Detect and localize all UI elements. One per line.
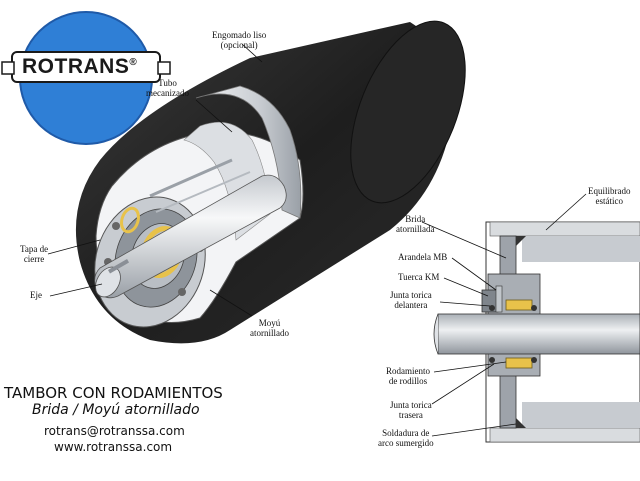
section-washer xyxy=(495,285,503,313)
drum-end-face xyxy=(350,20,466,204)
machined-tube xyxy=(195,85,302,219)
section-shell-lower xyxy=(522,402,640,428)
caption-subtitle: Brida / Moyú atornillado xyxy=(32,402,200,418)
bolt xyxy=(178,288,186,296)
section-oring xyxy=(489,357,495,363)
logo-brand-text: ROTRANS xyxy=(22,55,130,78)
section-shaft xyxy=(437,313,640,355)
section-weld xyxy=(516,236,526,246)
section-oring xyxy=(489,305,495,311)
caption-email[interactable]: rotrans@rotranssa.com xyxy=(44,424,185,438)
label-tapa: Tapa de cierre xyxy=(20,244,49,264)
section-bearing-top xyxy=(505,299,533,311)
label-tubo: Tubo mecanizado xyxy=(146,78,189,98)
leader-lines xyxy=(47,43,587,437)
label-rodamiento: Rodamiento de rodillos xyxy=(386,366,430,386)
section-oring xyxy=(531,305,537,311)
shaft xyxy=(94,174,287,299)
section-view xyxy=(433,221,640,443)
label-junta-delantera: Junta torica delantera xyxy=(390,290,432,310)
logo-brand: ROTRANS® xyxy=(22,55,137,79)
bolt xyxy=(112,222,120,230)
label-soldadura: Soldadura de arco sumergido xyxy=(378,428,434,448)
internal-rod xyxy=(149,158,233,198)
caption-title: TAMBOR CON RODAMIENTOS xyxy=(4,384,223,402)
internal-rod xyxy=(155,171,251,213)
section-weld xyxy=(516,418,526,428)
label-eje: Eje xyxy=(30,290,42,300)
section-shaft-end xyxy=(433,313,439,355)
bearing-ring-2 xyxy=(120,206,140,234)
logo-right-tab xyxy=(157,61,171,75)
logo-left-tab xyxy=(1,61,15,75)
section-rubber-bottom xyxy=(489,427,640,443)
label-engomado: Engomado liso (opcional) xyxy=(212,30,267,50)
rotrans-logo[interactable] xyxy=(1,11,171,145)
label-tuerca: Tuerca KM xyxy=(398,272,440,282)
drum-3d xyxy=(75,20,466,344)
label-equilibrado: Equilibrado estático xyxy=(588,186,631,206)
label-brida: Brida atornillada xyxy=(396,214,435,234)
section-shell xyxy=(522,236,640,262)
section-oring xyxy=(531,357,537,363)
section-bearing-bottom xyxy=(505,357,533,369)
caption-web[interactable]: www.rotranssa.com xyxy=(54,440,173,454)
section-rubber-top xyxy=(489,221,640,237)
shaft-keyway xyxy=(107,259,130,274)
registered-mark: ® xyxy=(129,57,138,68)
label-junta-trasera: Junta torica trasera xyxy=(390,400,432,420)
label-moyu: Moyú atornillado xyxy=(250,318,289,338)
label-arandela: Arandela MB xyxy=(398,252,448,262)
